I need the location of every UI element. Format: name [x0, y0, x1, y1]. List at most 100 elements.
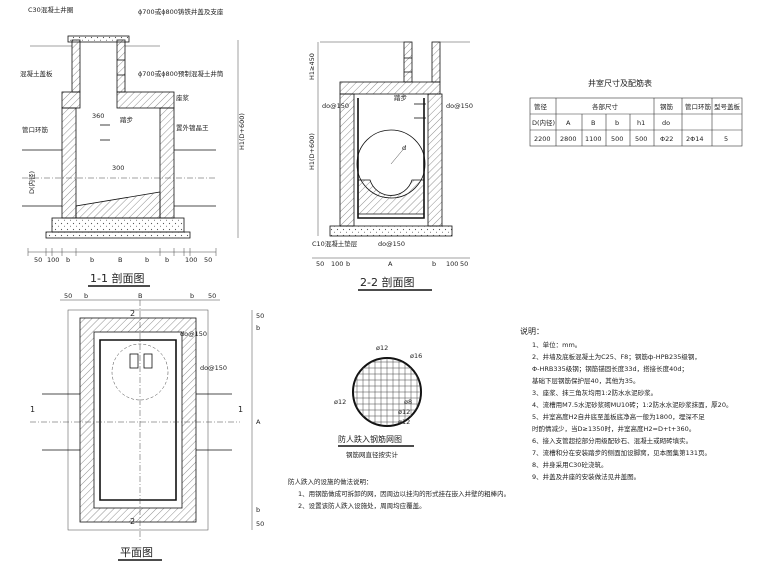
- title-section-1-1: 1-1 剖面图: [90, 271, 144, 285]
- note-line: 4、流槽用M7.5水泥砂浆砌MU10砖；1:2防水水泥砂浆抹面，厚20。: [532, 400, 732, 409]
- section-2-2: 50 100 b A b 100 50 H1(D+600) H1≥450 do@…: [308, 41, 473, 291]
- dim-label: A: [388, 260, 393, 268]
- section-1-1: 50 100 b b B b b 100 50 H1(D+600) C30混凝土…: [20, 5, 246, 287]
- dim-label: 100: [331, 260, 343, 268]
- label-do150-right: do@150: [446, 102, 473, 110]
- dim-label: b: [432, 260, 436, 268]
- dimension-table: 井室尺寸及配筋表 管径 各部尺寸 钢筋 管口环筋 型号盖板 D(内径) A B …: [529, 78, 743, 147]
- label-300: 300: [112, 164, 124, 172]
- note-line: 5、井室高度H2自井底至盖板底净高一般为1800，埋深不足: [532, 412, 705, 421]
- table-cell: 500: [635, 135, 647, 143]
- dim-label: 100: [47, 256, 59, 264]
- label-cover-iron: ϕ700或ϕ800铸铁井盖及支座: [138, 7, 224, 16]
- note-line: 2、井墙及底板混凝土为C25、F8；钢筋ф-HPB235级钢，: [532, 352, 701, 361]
- label-d: d: [402, 144, 406, 152]
- table-subhead: b: [615, 119, 619, 127]
- dim-label: 50: [34, 256, 42, 264]
- shaft-wall-right: [431, 41, 441, 83]
- dim-label: 50: [204, 256, 212, 264]
- base-slab: [51, 217, 185, 233]
- note-line: 9、井盖及井座的安装做法见井盖图。: [532, 472, 640, 481]
- title-grid: 防人跌入钢筋网图: [338, 434, 402, 444]
- dim-label: b: [165, 256, 169, 264]
- note-line: 时酌情减少，当D≥1350时，井室高度H2=D+t+360。: [532, 424, 695, 433]
- dim-ticks: [27, 248, 217, 256]
- grid-mesh: [353, 358, 421, 426]
- label-step: 踏步: [120, 115, 134, 124]
- label-step: 踏步: [394, 93, 408, 102]
- subtitle-grid: 钢筋网直径按实计: [346, 450, 399, 459]
- label-base: C10混凝土垫层: [312, 239, 358, 248]
- chamber-wall-right: [427, 93, 443, 227]
- section-mark-2-top: 2: [130, 309, 135, 318]
- dim-label: 50: [256, 312, 264, 320]
- label-d: D(内径): [27, 171, 36, 194]
- cover-ring: [67, 35, 130, 43]
- shaft-wall-left: [71, 39, 81, 93]
- table-cell: 1100: [585, 135, 602, 143]
- anti-fall-grid: ø12 ø16 ø12 ø8 ø12 ø12 防人跌入钢筋网图 钢筋网直径按实计: [334, 344, 422, 459]
- dim-label: b: [256, 324, 260, 332]
- dim-label: B: [118, 256, 122, 264]
- table-subhead: h1: [637, 119, 645, 127]
- chamber-wall-left: [339, 93, 355, 227]
- label-d12-right: ø12: [398, 408, 410, 416]
- dim-label: b: [66, 256, 70, 264]
- table-title: 井室尺寸及配筋表: [588, 78, 652, 88]
- label-do150-side: do@150: [200, 364, 227, 372]
- label-d12-bottom: ø12: [398, 418, 410, 426]
- table-subhead: B: [591, 119, 595, 127]
- table-head: 管口环筋: [685, 102, 712, 111]
- dim-label: 50: [208, 292, 216, 300]
- dim-label: 100: [446, 260, 458, 268]
- section-mark-1-right: 1: [238, 405, 243, 414]
- dim-label: b: [84, 292, 88, 300]
- dim-label: b: [90, 256, 94, 264]
- shaft-wall-left: [403, 41, 413, 83]
- label-precast-ring: ϕ700或ϕ800预制混凝土井筒: [138, 69, 224, 78]
- note-line: Φ-HRB335级钢；钢筋锚固长度33d，搭接长度40d；: [532, 364, 688, 373]
- table-cell: Φ22: [660, 135, 673, 143]
- pipe-radius: [390, 145, 407, 165]
- rebar-inner: [357, 98, 425, 219]
- table-head: 钢筋: [660, 102, 674, 111]
- anti-fall-line: 2、设置该防人跌入设施处，周周均应覆盖。: [298, 501, 426, 510]
- height-label: H1(D+600): [238, 113, 246, 150]
- cover-slab: [339, 81, 441, 95]
- bedding-layer: [45, 231, 191, 239]
- label-cover-concrete: C30混凝土井圈: [28, 5, 73, 14]
- table-head: 管径: [534, 102, 548, 111]
- label-do150-top: do@150: [180, 330, 207, 338]
- section-mark-2-bottom: 2: [130, 517, 135, 526]
- table-subhead: do: [662, 119, 670, 127]
- label-seat: 座浆: [176, 93, 190, 102]
- label-pipe-ring: 管口环筋: [22, 125, 49, 134]
- label-anti-fall: 置外镀晶王: [176, 123, 209, 132]
- dim-label: 50: [256, 520, 264, 528]
- dim-label: B: [138, 292, 142, 300]
- table-head: 型号盖板: [714, 102, 741, 111]
- dim-label: A: [256, 418, 261, 426]
- cover-slab-right: [116, 91, 175, 109]
- steps: [404, 57, 426, 119]
- dim-label: b: [145, 256, 149, 264]
- label-do150-left: do@150: [322, 102, 349, 110]
- steps: [129, 353, 153, 369]
- dim-label: b: [346, 260, 350, 268]
- notes-title: 说明：: [520, 326, 544, 336]
- flow-channel: [357, 179, 425, 215]
- anti-fall-title: 防人跌入的设施的做法说明：: [288, 477, 373, 486]
- chamber-wall-right: [159, 107, 175, 219]
- base-slab: [329, 225, 453, 237]
- note-line: 3、座浆、抹三角灰均用1:2防水水泥砂浆。: [532, 388, 657, 397]
- label-slab: 混凝土盖板: [20, 69, 53, 78]
- note-line: 7、流槽和分在安装踏步的侧面加设脚窝，见本图集第131页。: [532, 448, 711, 457]
- plan-view: 50 b B b 50 50 b A b 50 1 1 2 2 do@150 d…: [30, 292, 264, 561]
- dim-label: 50: [64, 292, 72, 300]
- cover-slab-left: [61, 91, 81, 109]
- label-d16: ø16: [410, 352, 422, 360]
- table-cell: 500: [611, 135, 623, 143]
- dim-label: 50: [460, 260, 468, 268]
